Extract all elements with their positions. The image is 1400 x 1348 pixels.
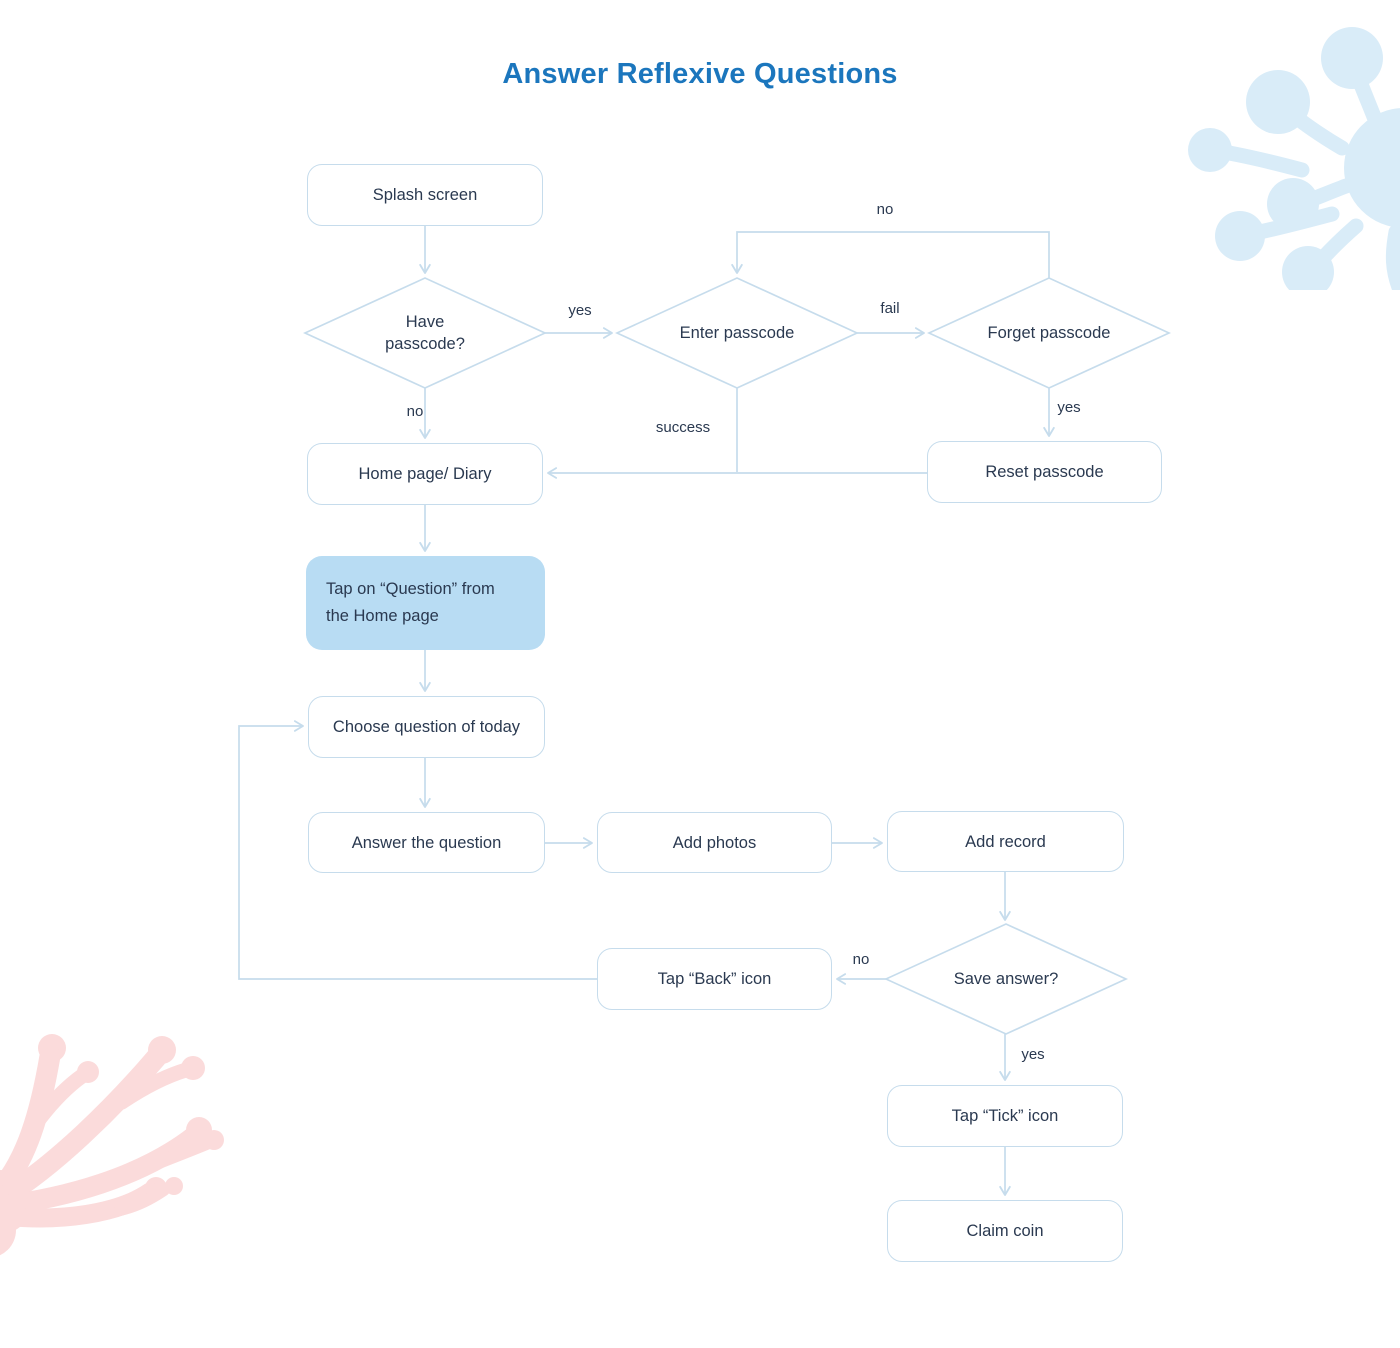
edge-label-save-no: no [852,951,870,968]
node-splash-screen: Splash screen [307,164,543,226]
node-save-answer-label: Save answer? [953,970,1059,988]
node-add-record-label: Add record [965,832,1046,851]
node-add-record: Add record [887,811,1124,872]
node-tap-tick-icon: Tap “Tick” icon [887,1085,1123,1147]
node-tap-question-label: Tap on “Question” from the Home page [326,580,495,625]
node-answer-the-question: Answer the question [308,812,545,873]
node-add-photos-label: Add photos [672,833,757,852]
edge-label-save-yes: yes [1021,1046,1045,1063]
node-choose-question-label: Choose question of today [332,718,521,736]
node-claim-coin: Claim coin [887,1200,1123,1262]
node-tap-question-highlighted: Tap on “Question” from the Home page [306,556,545,650]
node-forget-passcode-label: Forget passcode [987,324,1111,342]
edge-label-forget-no: no [876,201,894,218]
node-have-passcode-label: Have passcode? [385,313,465,353]
node-forget-passcode-decision: Forget passcode [927,277,1171,389]
node-choose-question-of-today: Choose question of today [308,696,545,758]
node-reset-passcode: Reset passcode [927,441,1162,503]
edge-label-enter-success: success [655,419,711,436]
node-save-answer-decision: Save answer? [884,923,1128,1035]
node-enter-passcode-label: Enter passcode [679,324,795,342]
node-home-page-diary-label: Home page/ Diary [358,465,492,483]
node-answer-question-label: Answer the question [351,833,502,852]
edge-label-enter-fail: fail [880,300,900,317]
node-reset-passcode-label: Reset passcode [985,463,1104,481]
node-enter-passcode-decision: Enter passcode [615,277,859,389]
edge-label-have-yes: yes [568,302,592,319]
edge-label-have-no: no [406,403,424,420]
node-tap-back-label: Tap “Back” icon [657,970,772,988]
node-add-photos: Add photos [597,812,832,873]
edge-label-forget-yes: yes [1057,399,1081,416]
node-splash-screen-label: Splash screen [372,186,478,204]
node-tap-tick-label: Tap “Tick” icon [951,1107,1059,1125]
diagram-title: Answer Reflexive Questions [502,58,898,90]
node-home-page-diary: Home page/ Diary [307,443,543,505]
node-tap-back-icon: Tap “Back” icon [597,948,832,1010]
node-claim-coin-label: Claim coin [966,1222,1044,1240]
node-have-passcode-decision: Have passcode? [303,277,547,389]
